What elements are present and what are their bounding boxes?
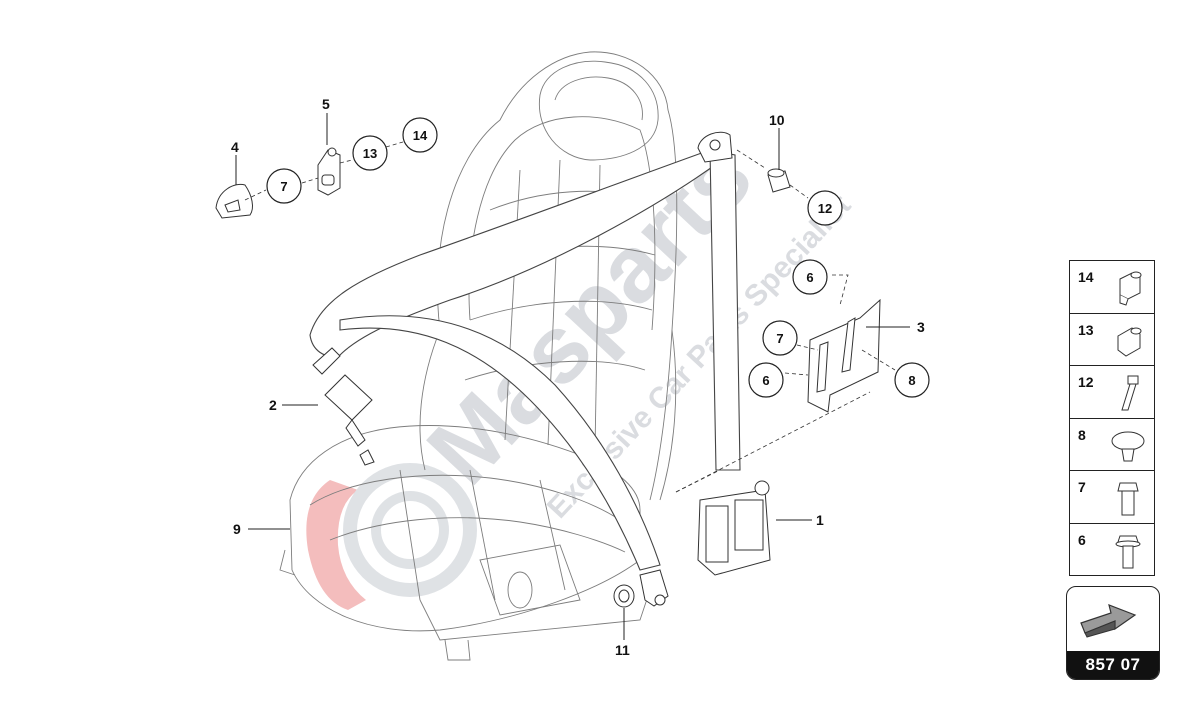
legend-number: 7 [1078, 479, 1086, 495]
trim-cover-cap [215, 183, 253, 219]
callout-5: 5 [322, 96, 330, 112]
plug-cap-icon [1111, 431, 1145, 461]
circled-callout-6-upper: 6 [792, 259, 828, 295]
circled-callout-8: 8 [894, 362, 930, 398]
legend-row-14: 14 [1070, 261, 1154, 314]
flange-bolt-icon [1115, 535, 1141, 568]
svg-text:14: 14 [413, 128, 428, 143]
legend-row-8: 8 [1070, 419, 1154, 471]
svg-text:6: 6 [762, 373, 769, 388]
callout-11: 11 [615, 642, 630, 658]
callout-9: 9 [233, 521, 241, 537]
legend-number: 12 [1078, 374, 1094, 390]
callout-labels: 1 2 3 4 5 9 10 11 [231, 96, 925, 658]
hex-bolt-icon [1117, 482, 1139, 516]
circled-callout-13: 13 [352, 135, 388, 171]
legend-row-13: 13 [1070, 314, 1154, 366]
circled-callout-6-lower: 6 [748, 362, 784, 398]
callout-4: 4 [231, 139, 239, 155]
legend-number: 14 [1078, 269, 1094, 285]
watermark-logo [306, 463, 477, 610]
circled-callout-7-right: 7 [762, 320, 798, 356]
bolt-icon [1121, 375, 1139, 411]
callout-1: 1 [816, 512, 824, 528]
grommet [613, 584, 635, 608]
legend-row-7: 7 [1070, 471, 1154, 524]
legend-row-12: 12 [1070, 366, 1154, 419]
legend-number: 8 [1078, 426, 1086, 443]
legend-number: 6 [1078, 531, 1086, 548]
retractor-assembly [675, 391, 871, 576]
callout-10: 10 [769, 112, 785, 128]
legend-row-6: 6 [1070, 524, 1154, 576]
callout-3: 3 [917, 319, 925, 335]
anchor-plate [317, 147, 341, 196]
seat-belt-webbing [309, 149, 741, 571]
belt-buckle [312, 347, 375, 466]
direction-arrow-icon [1080, 604, 1137, 638]
callout-2: 2 [269, 397, 277, 413]
circled-callout-14: 14 [402, 117, 438, 153]
seat-drawing [279, 51, 678, 661]
circled-callouts: 7 13 14 12 6 7 6 8 [266, 117, 930, 398]
catalog-reference: 857 07 [1066, 586, 1160, 680]
svg-text:8: 8 [908, 373, 915, 388]
svg-text:6: 6 [806, 270, 813, 285]
svg-text:13: 13 [363, 146, 377, 161]
catalog-number: 857 07 [1067, 651, 1159, 679]
threaded-insert-icon [1119, 271, 1142, 306]
hardware-legend: 14 13 12 8 7 6 [1069, 260, 1155, 576]
legend-number: 13 [1078, 321, 1094, 338]
mounting-bracket [807, 274, 881, 413]
svg-text:7: 7 [280, 179, 287, 194]
upper-belt-guide [697, 131, 733, 163]
circled-callout-7-left: 7 [266, 168, 302, 204]
spacer-sleeve [767, 168, 791, 193]
circled-callout-12: 12 [807, 190, 843, 226]
svg-text:12: 12 [818, 201, 832, 216]
spacer-sleeve-icon [1117, 326, 1142, 357]
lower-anchor [639, 569, 669, 607]
leader-lines [235, 113, 910, 640]
svg-text:7: 7 [776, 331, 783, 346]
